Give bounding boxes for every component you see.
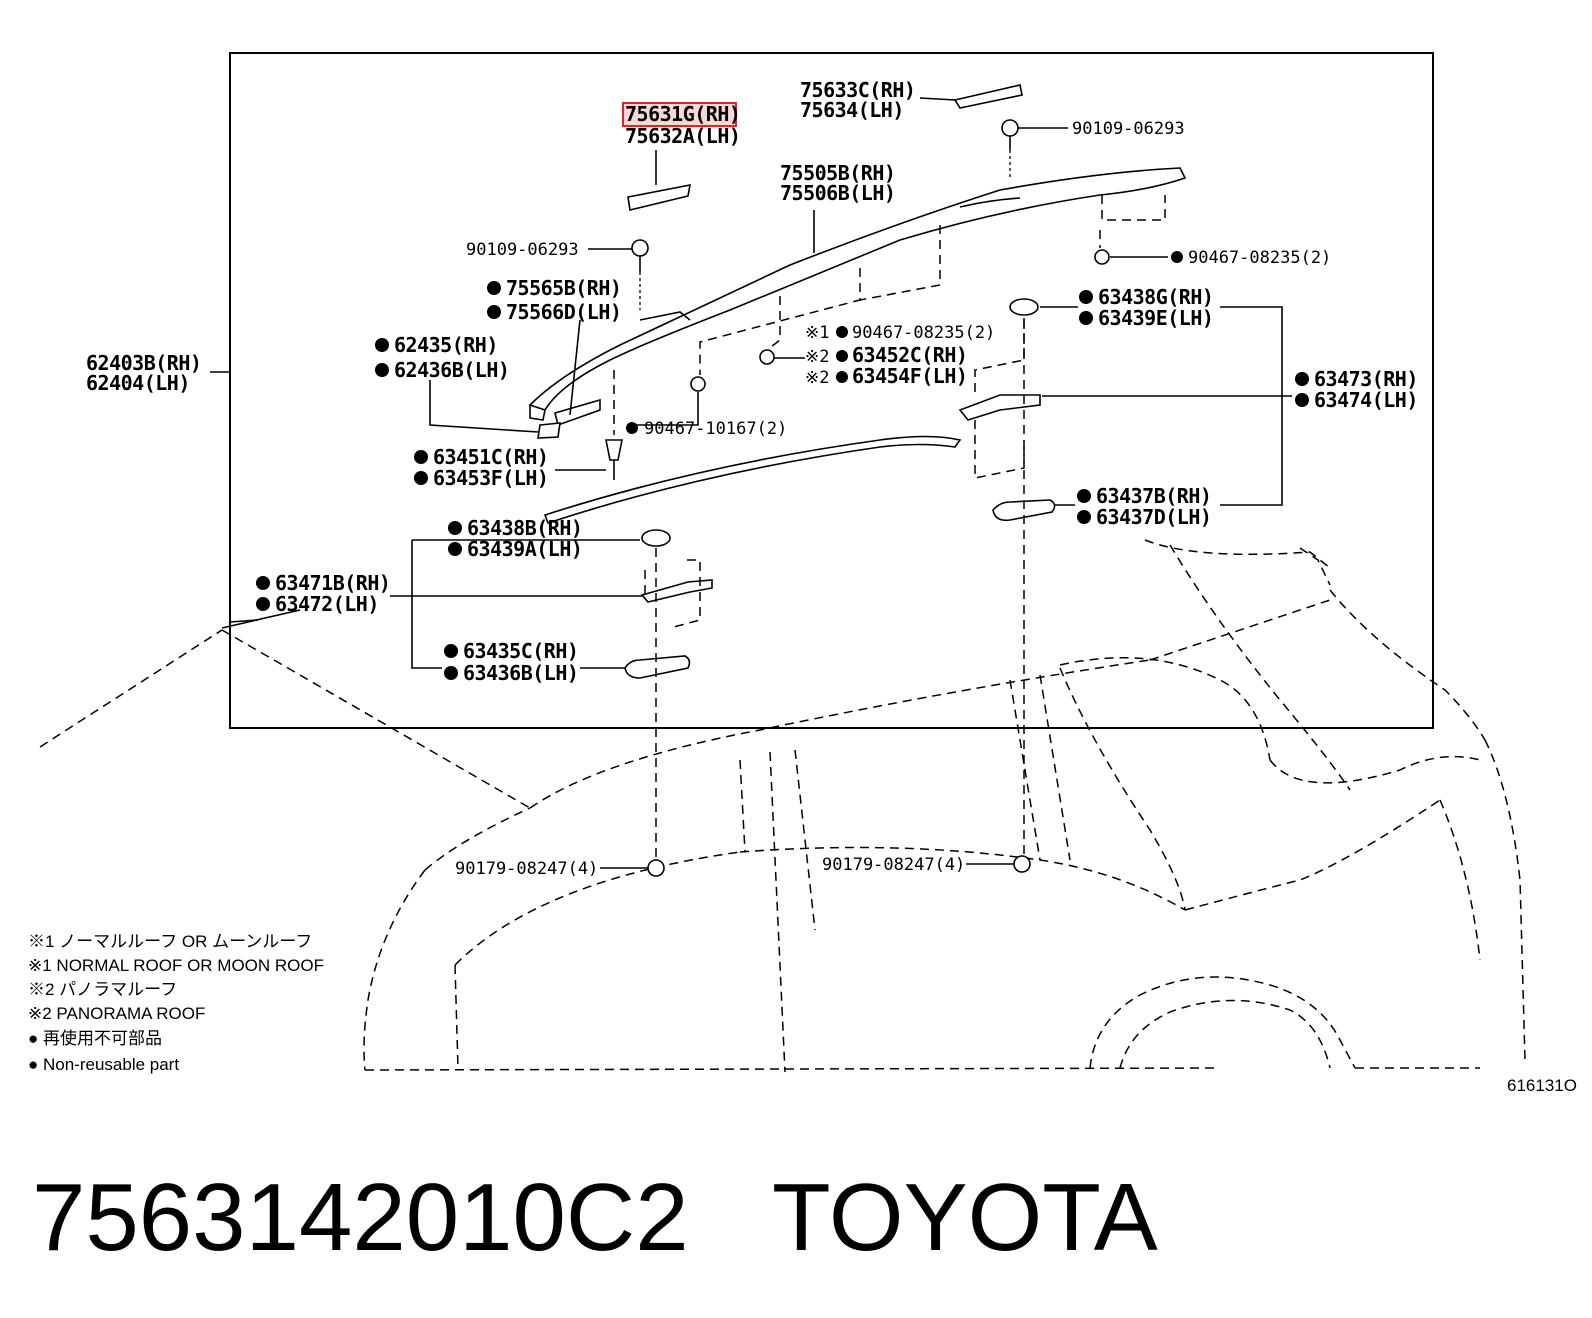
label-63437d-lh: 63437D(LH) [1096, 505, 1211, 529]
leader-lines [210, 97, 1292, 869]
label-clip-90467-10167: 90467-10167(2) [644, 419, 787, 439]
non-reusable-dot [836, 371, 848, 383]
label-note-mark-2a: ※2 [805, 347, 829, 367]
non-reusable-dot [256, 597, 270, 611]
rail-under-strip [543, 435, 962, 524]
label-63474-lh: 63474(LH) [1314, 388, 1418, 412]
non-reusable-dot [448, 542, 462, 556]
part-labels: 75631G(RH) 75632A(LH) 75633C(RH) 75634(L… [86, 78, 1418, 879]
non-reusable-dot [375, 363, 389, 377]
label-63454f-lh: 63454F(LH) [852, 364, 967, 388]
label-bolt-90109-left: 90109-06293 [466, 240, 579, 260]
label-63471b-rh: 63471B(RH) [275, 571, 390, 595]
label-63451c-rh: 63451C(RH) [433, 445, 548, 469]
non-reusable-dot [1079, 311, 1093, 325]
cover-62435 [537, 422, 561, 439]
label-bolt-90109-top: 90109-06293 [1072, 119, 1185, 139]
label-63435c-rh: 63435C(RH) [463, 639, 578, 663]
label-63436b-lh: 63436B(LH) [463, 661, 578, 685]
label-75631g-rh: 75631G(RH) [625, 102, 740, 126]
label-75566d-lh: 75566D(LH) [506, 300, 621, 324]
label-63473-rh: 63473(RH) [1314, 367, 1418, 391]
diagram-reference: 616131O [1507, 1076, 1577, 1095]
label-75633c-rh: 75633C(RH) [800, 78, 915, 102]
label-62436b-lh: 62436B(LH) [394, 358, 509, 382]
footer-brand: TOYOTA [772, 1164, 1158, 1271]
label-63472-lh: 63472(LH) [275, 592, 379, 616]
non-reusable-dot [448, 521, 462, 535]
cover-75631 [627, 183, 691, 211]
non-reusable-dot [487, 305, 501, 319]
non-reusable-dot [1079, 290, 1093, 304]
non-reusable-dot [375, 338, 389, 352]
footer-part-number: 7563142010C2 [32, 1164, 689, 1271]
label-75506b-lh: 75506B(LH) [780, 181, 895, 205]
label-63438b-rh: 63438B(RH) [467, 516, 582, 540]
cover-75565 [554, 398, 601, 427]
label-62404-lh: 62404(LH) [86, 371, 190, 395]
label-75632a-lh: 75632A(LH) [625, 124, 740, 148]
roof-rail [528, 167, 1187, 421]
vehicle-outline [39, 539, 1526, 1073]
non-reusable-dot [836, 326, 848, 338]
legend-line-2: ※1 NORMAL ROOF OR MOON ROOF [28, 956, 324, 975]
label-nut-90467-mid: 90467-08235(2) [852, 323, 995, 343]
label-63452c-rh: 63452C(RH) [852, 343, 967, 367]
label-63453f-lh: 63453F(LH) [433, 466, 548, 490]
diagram-frame [229, 52, 1434, 729]
label-75505b-rh: 75505B(RH) [780, 161, 895, 185]
label-62403b-rh: 62403B(RH) [86, 351, 201, 375]
label-63439a-lh: 63439A(LH) [467, 537, 582, 561]
non-reusable-dot [414, 471, 428, 485]
non-reusable-dot [1295, 372, 1309, 386]
non-reusable-dot [444, 644, 458, 658]
label-63438g-rh: 63438G(RH) [1098, 285, 1213, 309]
label-nut-90467-right: 90467-08235(2) [1188, 248, 1331, 268]
legend: ※1 ノーマルルーフ OR ムーンルーフ ※1 NORMAL ROOF OR M… [28, 932, 324, 1074]
legend-line-5: ● 再使用不可部品 [28, 1028, 162, 1048]
non-reusable-dot [836, 350, 848, 362]
non-reusable-dot [1077, 510, 1091, 524]
fasteners [605, 119, 1110, 877]
legend-line-4: ※2 PANORAMA ROOF [28, 1004, 205, 1023]
non-reusable-dot [414, 450, 428, 464]
legend-line-1: ※1 ノーマルルーフ OR ムーンルーフ [28, 932, 312, 951]
non-reusable-dot [444, 666, 458, 680]
non-reusable-dot [256, 576, 270, 590]
non-reusable-dot [487, 281, 501, 295]
label-nut-90179-left: 90179-08247(4) [455, 859, 598, 879]
label-note-mark-2b: ※2 [805, 368, 829, 388]
label-62435-rh: 62435(RH) [394, 333, 498, 357]
non-reusable-dot [1077, 489, 1091, 503]
label-75634-lh: 75634(LH) [800, 98, 904, 122]
non-reusable-dot [1171, 251, 1183, 263]
label-63439e-lh: 63439E(LH) [1098, 306, 1213, 330]
cover-75633 [953, 84, 1023, 109]
legend-line-6: ● Non-reusable part [28, 1055, 179, 1074]
label-63437b-rh: 63437B(RH) [1096, 484, 1211, 508]
non-reusable-dot [626, 422, 638, 434]
legend-line-3: ※2 パノラマルーフ [28, 980, 177, 999]
highlight-box [622, 102, 737, 127]
guide-lines [613, 195, 1166, 860]
non-reusable-dot [1295, 393, 1309, 407]
label-75565b-rh: 75565B(RH) [506, 276, 621, 300]
label-nut-90179-right: 90179-08247(4) [822, 855, 965, 875]
label-note-mark-1: ※1 [805, 323, 829, 343]
